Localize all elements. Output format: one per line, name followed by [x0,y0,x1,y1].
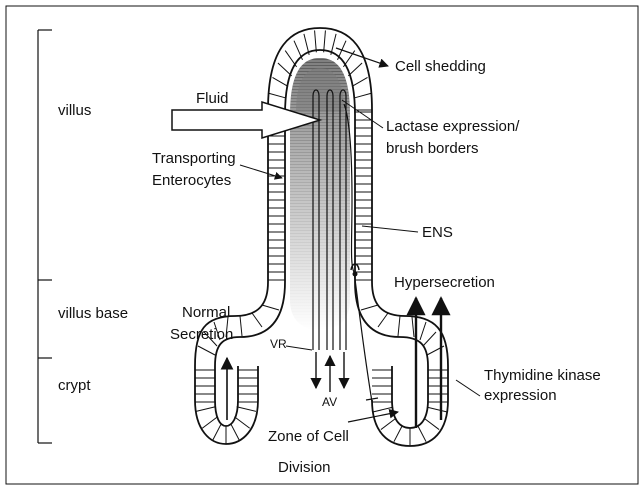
crypt-cell-divider [418,425,426,441]
label-crypt: crypt [58,377,91,394]
cell-divider [269,93,286,98]
label-villus: villus [58,102,91,119]
cell-divider [361,305,378,310]
crypt-cell-divider [196,407,215,412]
label-zone-line2: Division [278,459,331,476]
cell-divider [412,317,414,337]
cell-divider [240,316,242,336]
cell-divider [354,93,371,98]
cell-divider [378,313,388,327]
crypt-cell-divider [424,418,439,430]
label-thymidine-line1: Thymidine kinase [484,367,601,384]
crypt-cell-divider [373,407,392,412]
cell-divider [420,322,426,340]
cell-divider [294,41,303,60]
crypt-cell-divider [231,424,239,440]
crypt-cell-divider [234,417,249,429]
cell-divider [285,51,296,67]
cell-divider [423,332,436,346]
label-transporting-line1: Transporting [152,150,236,167]
label-hypersecretion: Hypersecretion [394,274,495,291]
label-cell-shedding: Cell shedding [395,58,486,75]
cell-divider [272,77,288,86]
vr-leader [286,346,312,350]
cell-divider [348,63,362,76]
crypt-cell-divider [427,407,446,412]
cell-divider [331,34,336,55]
label-thymidine-line2: expression [484,387,557,404]
cell-divider [262,305,279,310]
label-av: AV [322,395,337,409]
thymidine-leader [456,380,480,396]
label-lactase-line1: Lactase expression/ [386,118,520,135]
ens-leader [362,226,418,232]
crypt-cell-divider [237,407,256,412]
label-vr: VR [270,337,287,351]
label-normal-line1: Normal [182,304,230,321]
crypt-cell-divider [213,424,221,440]
label-transporting-line2: Enterocytes [152,172,231,189]
label-normal-line2: Secretion [170,326,233,343]
label-ens: ENS [422,224,453,241]
cell-divider [252,313,262,327]
cell-divider [324,30,326,52]
cell-divider [198,346,215,355]
cell-divider [278,63,292,76]
transporting-leader [240,165,282,178]
crypt-cell-divider [394,425,402,441]
cell-divider [315,30,317,52]
region-scale [38,30,52,443]
label-villus-base: villus base [58,305,128,322]
cell-divider [304,34,309,55]
crypt-cell-divider [381,418,396,430]
cell-divider [352,77,368,86]
label-fluid: Fluid [196,90,229,107]
label-lactase-line2: brush borders [386,140,479,157]
cell-divider [398,316,400,336]
label-zone-line1: Zone of Cell [268,428,349,445]
crypt-cell-divider [202,417,217,429]
